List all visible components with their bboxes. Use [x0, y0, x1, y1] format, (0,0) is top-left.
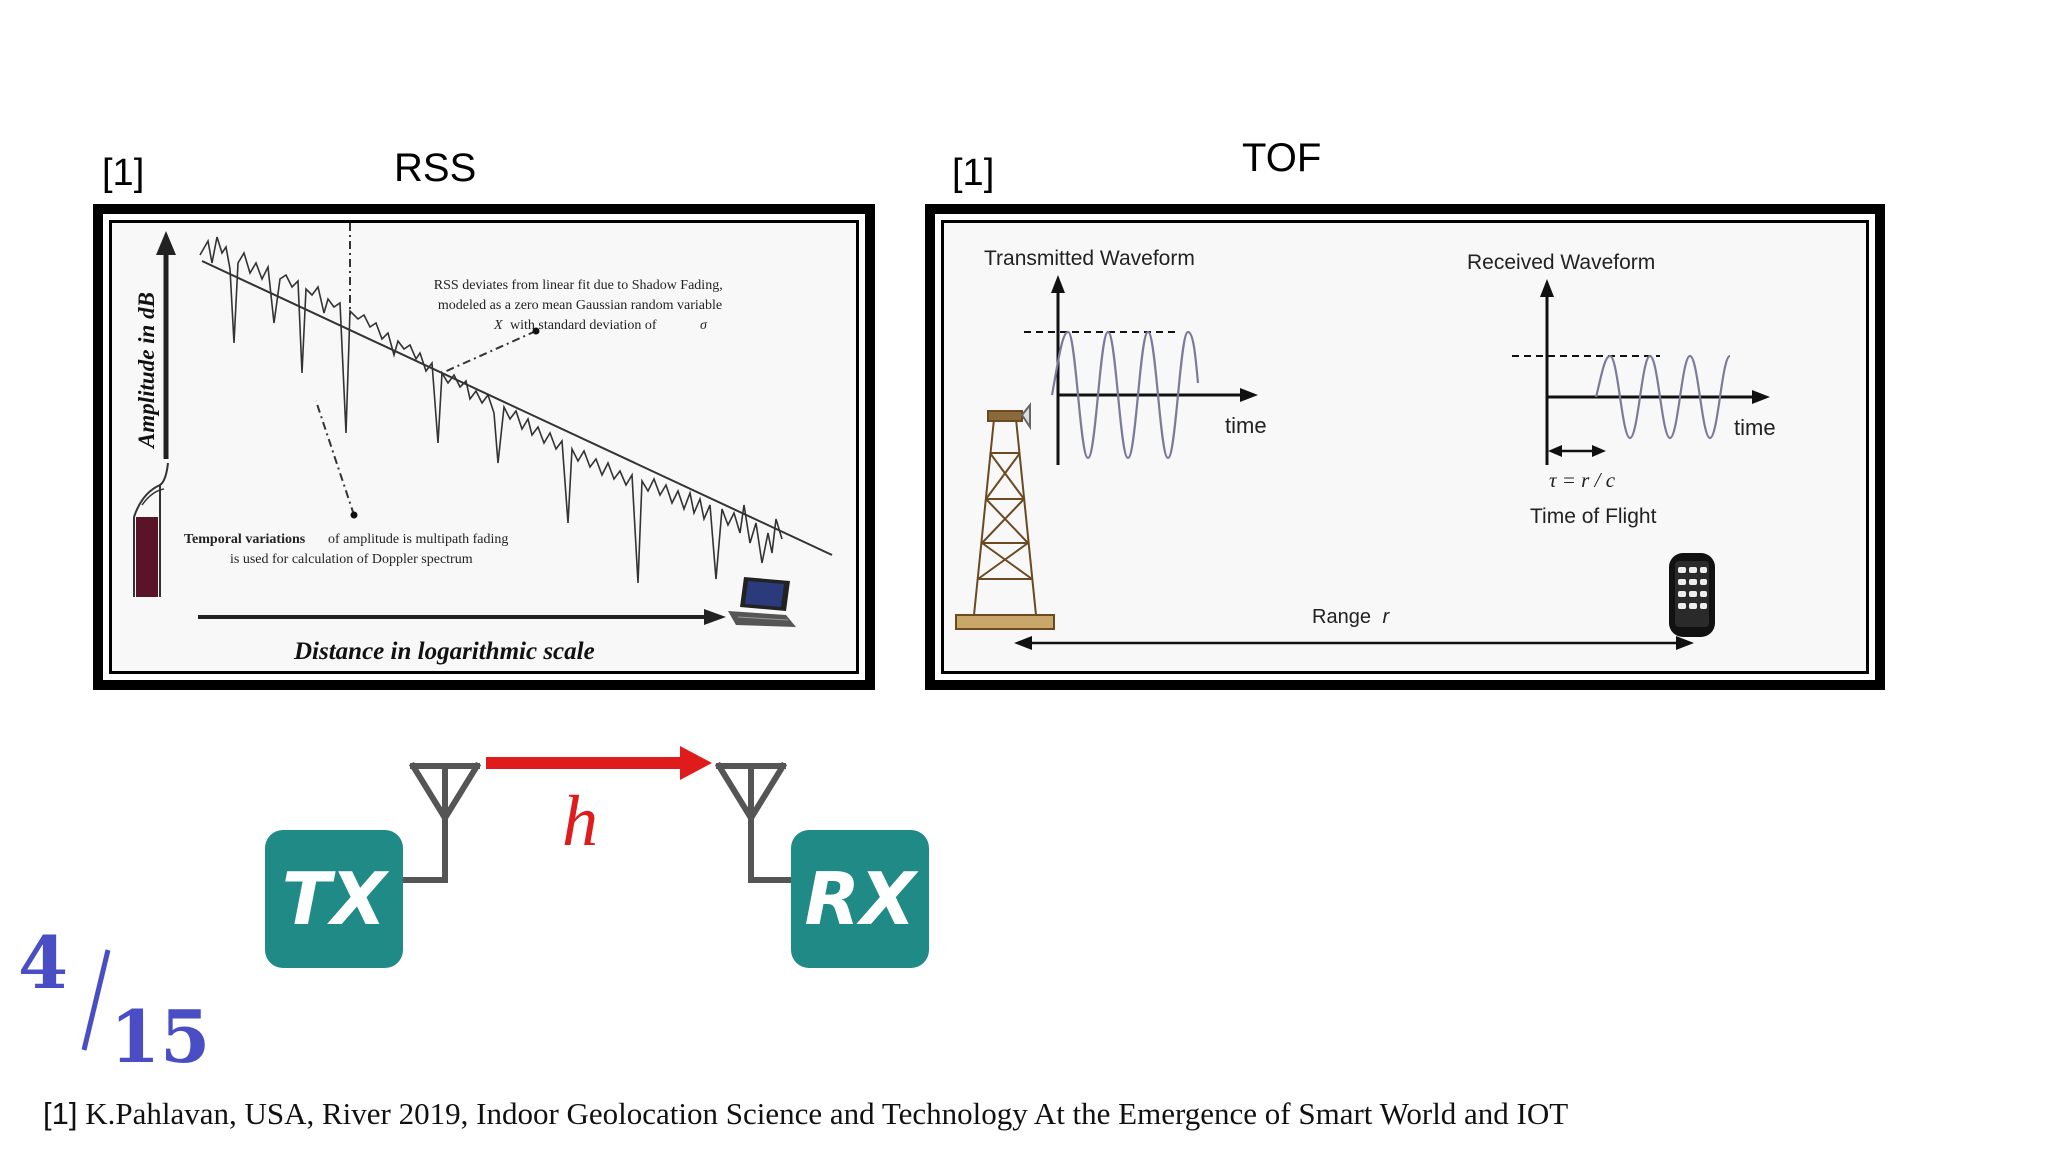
rx-label: RX	[804, 857, 916, 941]
tof-tx-label: Transmitted Waveform	[984, 247, 1195, 270]
rss-figure: Amplitude in dB Distance in logarithmic …	[93, 204, 875, 690]
footer-mark: [1]	[43, 1096, 78, 1131]
svg-text:Temporal variations of: Temporal variations of amplitude is mult…	[184, 532, 508, 547]
rx-sine-wave	[1594, 354, 1732, 440]
tower-icon	[133, 462, 169, 597]
rss-note-shadow-line3: with standard deviation of	[510, 318, 657, 333]
rss-xlabel: Distance in logarithmic scale	[293, 638, 595, 665]
rss-title: RSS	[394, 146, 477, 190]
tx-time-label: time	[1225, 413, 1267, 438]
svg-text:X with standard deviat: X with standard deviation of σ	[493, 318, 708, 333]
laptop-icon	[728, 577, 796, 627]
footer-reference: [1] K.Pahlavan, USA, River 2019, Indoor …	[43, 1096, 1568, 1132]
rss-note-x: X	[493, 318, 503, 333]
tof-label: Time of Flight	[1530, 505, 1657, 528]
rss-note-shadow-line1: RSS deviates from linear fit due to Shad…	[434, 278, 723, 293]
rx-time-label: time	[1734, 415, 1776, 440]
tof-figure: Transmitted Waveform Received Waveform t…	[925, 204, 1885, 690]
tx-box: TX	[265, 830, 403, 968]
rx-antenna-icon	[714, 761, 798, 883]
channel-h-label: h	[562, 781, 598, 861]
transmitter-tower-icon	[955, 402, 1055, 630]
tx-waveform-plot: time	[1024, 275, 1267, 465]
page-number: 4 15	[14, 920, 234, 1080]
rss-note-temporal-line2: is used for calculation of Doppler spect…	[230, 552, 473, 567]
rss-linear-fit	[201, 260, 833, 556]
rss-note-sigma: σ	[700, 318, 708, 333]
rss-diagram: Amplitude in dB Distance in logarithmic …	[133, 223, 833, 665]
range-var: r	[1383, 606, 1391, 628]
channel-diagram	[397, 746, 798, 883]
range-label: Range	[1312, 606, 1371, 628]
mobile-phone-icon	[1669, 553, 1715, 637]
tx-sine-wave	[1050, 330, 1200, 460]
page-number-current: 4	[18, 920, 69, 1005]
rss-note-temporal-rest: of amplitude is multipath fading	[328, 532, 508, 547]
rss-ylabel: Amplitude in dB	[134, 292, 159, 450]
svg-text:Range r: Range r	[1312, 606, 1391, 628]
footer-text: K.Pahlavan, USA, River 2019, Indoor Geol…	[77, 1096, 1569, 1131]
rss-citation: [1]	[102, 152, 145, 194]
range-indicator: Range r	[1014, 606, 1694, 650]
channel-arrow	[486, 746, 712, 780]
tof-diagram: Transmitted Waveform Received Waveform t…	[955, 247, 1776, 650]
tx-label: TX	[281, 857, 387, 941]
tx-antenna-icon	[397, 761, 482, 883]
rss-signal	[199, 236, 783, 584]
tof-citation: [1]	[952, 152, 995, 194]
rss-note-shadow-line2: modeled as a zero mean Gaussian random v…	[438, 298, 722, 313]
rx-box: RX	[791, 830, 929, 968]
svg-text:RSS deviates from linear fit d: RSS deviates from linear fit due to Shad…	[434, 278, 726, 313]
page-number-total: 15	[110, 994, 211, 1079]
tau-label: τ = r / c	[1549, 468, 1616, 492]
tof-rx-label: Received Waveform	[1467, 251, 1655, 274]
rx-waveform-plot: time τ = r / c Time of Flight	[1512, 279, 1776, 528]
tof-title: TOF	[1242, 136, 1322, 180]
rss-note-temporal-bold: Temporal variations	[184, 532, 306, 547]
